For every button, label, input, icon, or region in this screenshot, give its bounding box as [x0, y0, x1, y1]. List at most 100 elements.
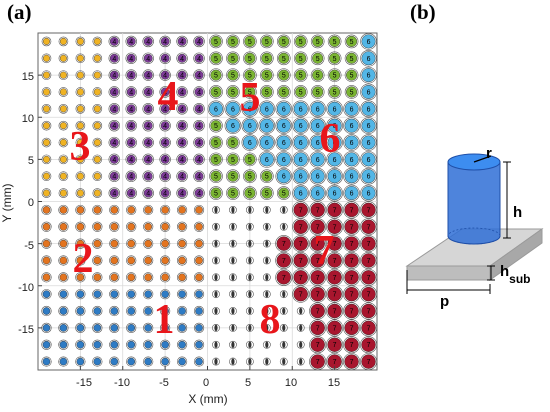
unit-cell-number: 6 [367, 174, 371, 181]
unit-cell-post [161, 273, 169, 282]
unit-cell: 4 [159, 119, 171, 132]
unit-cell: 4 [159, 35, 171, 48]
unit-cell-post [210, 187, 222, 199]
x-tick-label: 0 [203, 377, 209, 389]
x-tick-label: -5 [159, 377, 169, 389]
unit-cell [160, 204, 171, 216]
unit-cell: 6 [258, 151, 276, 168]
y-tick-label: 0 [28, 197, 34, 209]
unit-cell: 7 [326, 302, 344, 320]
unit-cell-post [361, 169, 376, 184]
unit-cell [41, 322, 52, 333]
unit-cell-outline [58, 339, 69, 350]
unit-cell-post [259, 101, 274, 116]
unit-cell [262, 222, 271, 231]
unit-cell [262, 357, 271, 366]
unit-cell-post [126, 37, 136, 46]
dim-p-label: p [440, 293, 449, 310]
unit-cell-outline [226, 51, 240, 66]
unit-cell-post [344, 152, 359, 167]
unit-cell-post [276, 236, 291, 251]
unit-cell-post [160, 70, 170, 80]
unit-cell-number: 6 [299, 106, 303, 113]
unit-cell: 6 [275, 117, 293, 134]
unit-cell: 5 [327, 85, 342, 99]
unit-cell-post [59, 273, 68, 282]
unit-cell-outline [293, 51, 308, 66]
unit-cell [126, 204, 137, 216]
unit-cell [58, 356, 69, 367]
unit-cell-outline [143, 289, 154, 300]
unit-cell-outline [258, 117, 276, 134]
unit-cell-number: 4 [146, 39, 150, 46]
unit-cell-post [110, 256, 119, 265]
unit-cell-post [310, 286, 325, 302]
unit-cell-outline [360, 33, 377, 50]
unit-cell [279, 222, 288, 231]
unit-cell-outline [125, 52, 137, 64]
unit-cell [212, 323, 220, 332]
unit-cell-outline [310, 34, 325, 49]
unit-cell-post [59, 206, 68, 214]
unit-cell-post [143, 70, 153, 80]
unit-cell-number: 6 [316, 157, 320, 164]
unit-cell: 4 [142, 136, 154, 149]
unit-cell-outline [241, 100, 259, 118]
unit-cell-post [227, 137, 239, 149]
unit-cell-outline [159, 136, 171, 149]
unit-cell-post [76, 324, 85, 332]
unit-cell-outline [176, 170, 188, 182]
region-label-7: 7 [314, 228, 335, 274]
unit-cell-post [93, 54, 101, 62]
unit-cell-outline [245, 206, 254, 214]
unit-cell-number: 5 [299, 89, 303, 96]
unit-cell-post [361, 84, 376, 99]
unit-cell: 4 [125, 170, 137, 182]
unit-cell [92, 322, 103, 333]
unit-cell [193, 289, 205, 300]
unit-cell [126, 305, 137, 317]
unit-cell-number: 4 [129, 140, 133, 147]
unit-cell-post [59, 307, 68, 315]
unit-cell-number: 7 [367, 275, 371, 282]
x-tick-label: 5 [245, 377, 251, 389]
unit-cell-post [310, 169, 325, 184]
unit-cell-post [59, 172, 67, 180]
unit-cell-outline [296, 323, 305, 332]
unit-cell: 4 [125, 187, 137, 199]
unit-cell-outline [212, 239, 220, 248]
unit-cell-outline [159, 153, 171, 166]
unit-cell-outline [75, 289, 86, 300]
unit-cell-post [93, 88, 101, 96]
unit-cell-outline [310, 85, 325, 99]
unit-cell-post [76, 273, 85, 282]
unit-cell: 6 [360, 33, 377, 50]
unit-cell-post [344, 253, 359, 268]
unit-cell-post [93, 256, 102, 265]
unit-cell [58, 36, 69, 47]
unit-cell-number: 7 [316, 309, 320, 316]
unit-cell-outline [209, 51, 223, 66]
unit-cell-outline [296, 307, 305, 315]
unit-cell-outline [92, 255, 103, 266]
unit-cell-outline [160, 238, 171, 249]
unit-cell-outline [229, 222, 237, 231]
unit-cell-post [259, 152, 274, 167]
unit-cell: 5 [209, 186, 223, 200]
unit-cell-outline [209, 152, 223, 167]
unit-cell-outline [176, 305, 188, 317]
unit-cell-number: 4 [146, 140, 150, 147]
radius-line [473, 155, 492, 163]
unit-cell: 6 [343, 151, 360, 168]
unit-cell-number: 6 [316, 140, 320, 147]
unit-cell-number: 5 [214, 191, 218, 198]
unit-cell [193, 339, 205, 350]
unit-cell-outline [75, 188, 86, 198]
unit-cell-outline [360, 353, 378, 371]
unit-cell [92, 70, 103, 80]
unit-cell-number: 7 [367, 359, 371, 366]
unit-cell-outline [309, 235, 327, 253]
unit-cell-outline [160, 272, 171, 283]
unit-cell [75, 70, 86, 80]
unit-cell-post [327, 152, 342, 167]
